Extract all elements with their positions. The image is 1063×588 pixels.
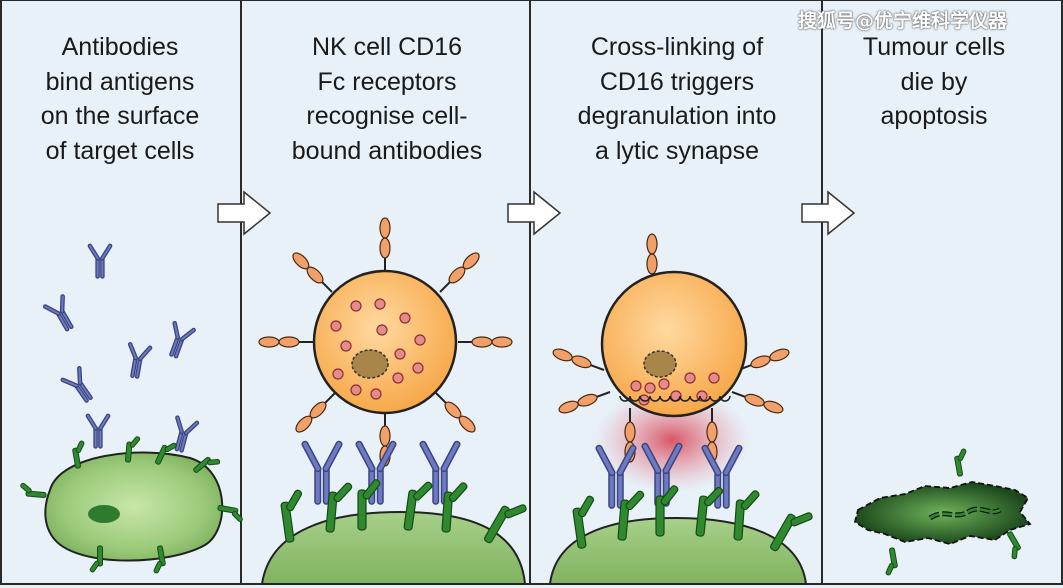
caption-line: die by (900, 67, 968, 96)
caption-line: CD16 triggers (599, 67, 755, 96)
panel-3-illustration (548, 233, 816, 585)
arrow-icon (801, 190, 856, 236)
panel-2-caption: NK cell CD16 Fc receptors recognise cell… (262, 30, 512, 168)
panel-4-illustration (853, 447, 1032, 577)
panel-3-caption: Cross-linking of CD16 triggers degranula… (552, 30, 802, 168)
caption-line: Antibodies (61, 33, 179, 61)
caption-line: NK cell CD16 (311, 33, 463, 61)
arrow-icon (217, 190, 272, 236)
caption-line: Tumour cells (862, 33, 1006, 61)
caption-line: of target cells (45, 136, 195, 165)
caption-line: Cross-linking of (590, 33, 764, 61)
watermark: 搜狐号@优宁维科学仪器 (798, 10, 1008, 32)
panel-2-illustration (258, 217, 530, 585)
target-cell (44, 451, 224, 562)
caption-line: a lytic synapse (595, 136, 759, 165)
caption-line: bind antigens (45, 67, 195, 96)
apoptotic-cell (853, 481, 1032, 545)
panel-1-caption: Antibodies bind antigens on the surface … (20, 30, 220, 168)
nk-cell (600, 270, 748, 418)
caption-line: Fc receptors (317, 67, 457, 96)
panel-4-caption: Tumour cells die by apoptosis (838, 30, 1030, 134)
caption-line: apoptosis (880, 102, 988, 130)
caption-line: bound antibodies (291, 136, 483, 165)
nk-cell (312, 269, 458, 415)
caption-line: degranulation into (577, 102, 777, 130)
panel-1-illustration (18, 243, 246, 575)
arrow-icon (507, 190, 562, 236)
caption-line: recognise cell- (306, 102, 468, 130)
caption-line: on the surface (40, 102, 200, 130)
